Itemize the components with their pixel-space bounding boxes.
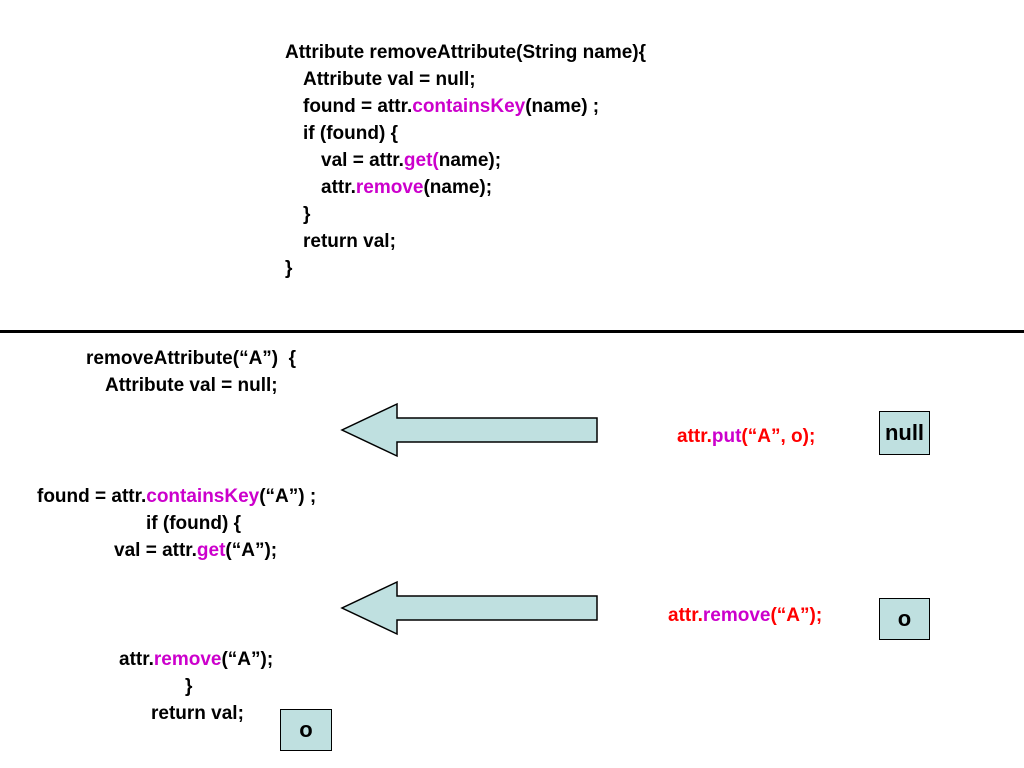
trace-get: val = attr.get(“A”); (114, 538, 277, 564)
value-box-after-remove: o (879, 598, 930, 640)
code-text: val = attr. (321, 150, 404, 171)
code-line-close-method: } (285, 258, 293, 279)
code-text: (name); (423, 177, 493, 198)
code-line-found: found = attr.containsKey(name) ; (303, 94, 599, 120)
code-text: (“A”); (225, 540, 278, 561)
trace-declare-val: Attribute val = null; (105, 375, 278, 396)
keyword-get: get (196, 540, 226, 561)
keyword-remove: remove (702, 605, 771, 626)
trace-found: found = attr.containsKey(“A”) ; (37, 484, 316, 510)
keyword-containskey: containsKey (146, 486, 260, 507)
event-text: (“A”, o); (741, 426, 816, 447)
left-arrow-icon (340, 402, 598, 458)
code-text: (name) ; (525, 96, 600, 117)
event-put: attr.put(“A”, o); (677, 424, 815, 450)
code-line-return: return val; (303, 231, 396, 252)
code-text: (“A”) ; (259, 486, 317, 507)
code-text: (“A”); (221, 649, 274, 670)
left-arrow-icon (340, 580, 598, 636)
keyword-get: get( (403, 150, 439, 171)
code-text: attr. (119, 649, 154, 670)
horizontal-divider (0, 330, 1024, 333)
code-line-close-if: } (303, 204, 311, 225)
keyword-containskey: containsKey (412, 96, 526, 117)
event-text: (“A”); (770, 605, 823, 626)
method-signature: Attribute removeAttribute(String name){ (285, 42, 647, 63)
trace-return: return val; (151, 703, 244, 724)
keyword-remove: remove (355, 177, 424, 198)
event-text: attr. (677, 426, 712, 447)
code-text: name); (438, 150, 502, 171)
code-line-declare-val: Attribute val = null; (303, 69, 476, 90)
code-line-if: if (found) { (303, 123, 398, 144)
code-line-get: val = attr.get(name); (321, 148, 501, 174)
event-remove: attr.remove(“A”); (668, 603, 822, 629)
code-text: val = attr. (114, 540, 197, 561)
value-box-after-put: null (879, 411, 930, 455)
code-text: found = attr. (303, 96, 413, 117)
keyword-remove: remove (153, 649, 222, 670)
keyword-put: put (711, 426, 742, 447)
code-line-remove: attr.remove(name); (321, 175, 492, 201)
trace-remove: attr.remove(“A”); (119, 647, 273, 673)
return-value-box: o (280, 709, 332, 751)
trace-close-if: } (185, 676, 193, 697)
trace-if: if (found) { (146, 513, 241, 534)
trace-call: removeAttribute(“A”) { (86, 348, 297, 369)
event-text: attr. (668, 605, 703, 626)
code-text: attr. (321, 177, 356, 198)
code-text: found = attr. (37, 486, 147, 507)
